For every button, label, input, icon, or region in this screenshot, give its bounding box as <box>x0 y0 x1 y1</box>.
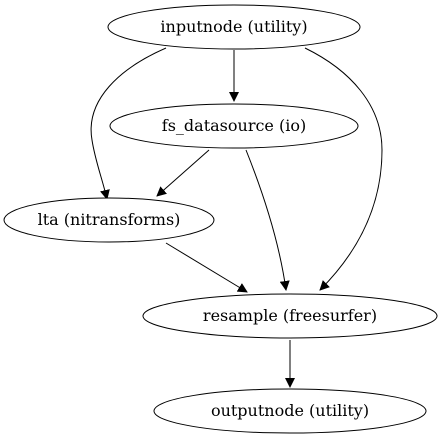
node-ellipse <box>107 4 361 50</box>
node-label: fs_datasource (io) <box>162 116 306 135</box>
node-lta: lta (nitransforms) <box>3 197 215 243</box>
edge-inputnode-to-resample <box>304 47 383 291</box>
node-label: resample (freesurfer) <box>203 306 377 325</box>
edge-lta-to-resample <box>165 242 248 293</box>
node-inputnode: inputnode (utility) <box>107 4 361 50</box>
node-ellipse <box>109 103 359 149</box>
node-ellipse <box>153 388 427 434</box>
edges <box>90 47 383 388</box>
node-ellipse <box>3 197 215 243</box>
node-resample: resample (freesurfer) <box>142 293 438 339</box>
node-outputnode: outputnode (utility) <box>153 388 427 434</box>
node-label: lta (nitransforms) <box>38 210 181 229</box>
node-ellipse <box>142 293 438 339</box>
node-label: outputnode (utility) <box>211 401 369 420</box>
edge-fs-datasource-to-resample <box>245 149 290 291</box>
node-label: inputnode (utility) <box>160 17 307 36</box>
node-fs-datasource: fs_datasource (io) <box>109 103 359 149</box>
edge-fs-datasource-to-lta <box>156 149 210 197</box>
edge-inputnode-to-lta <box>90 47 167 200</box>
